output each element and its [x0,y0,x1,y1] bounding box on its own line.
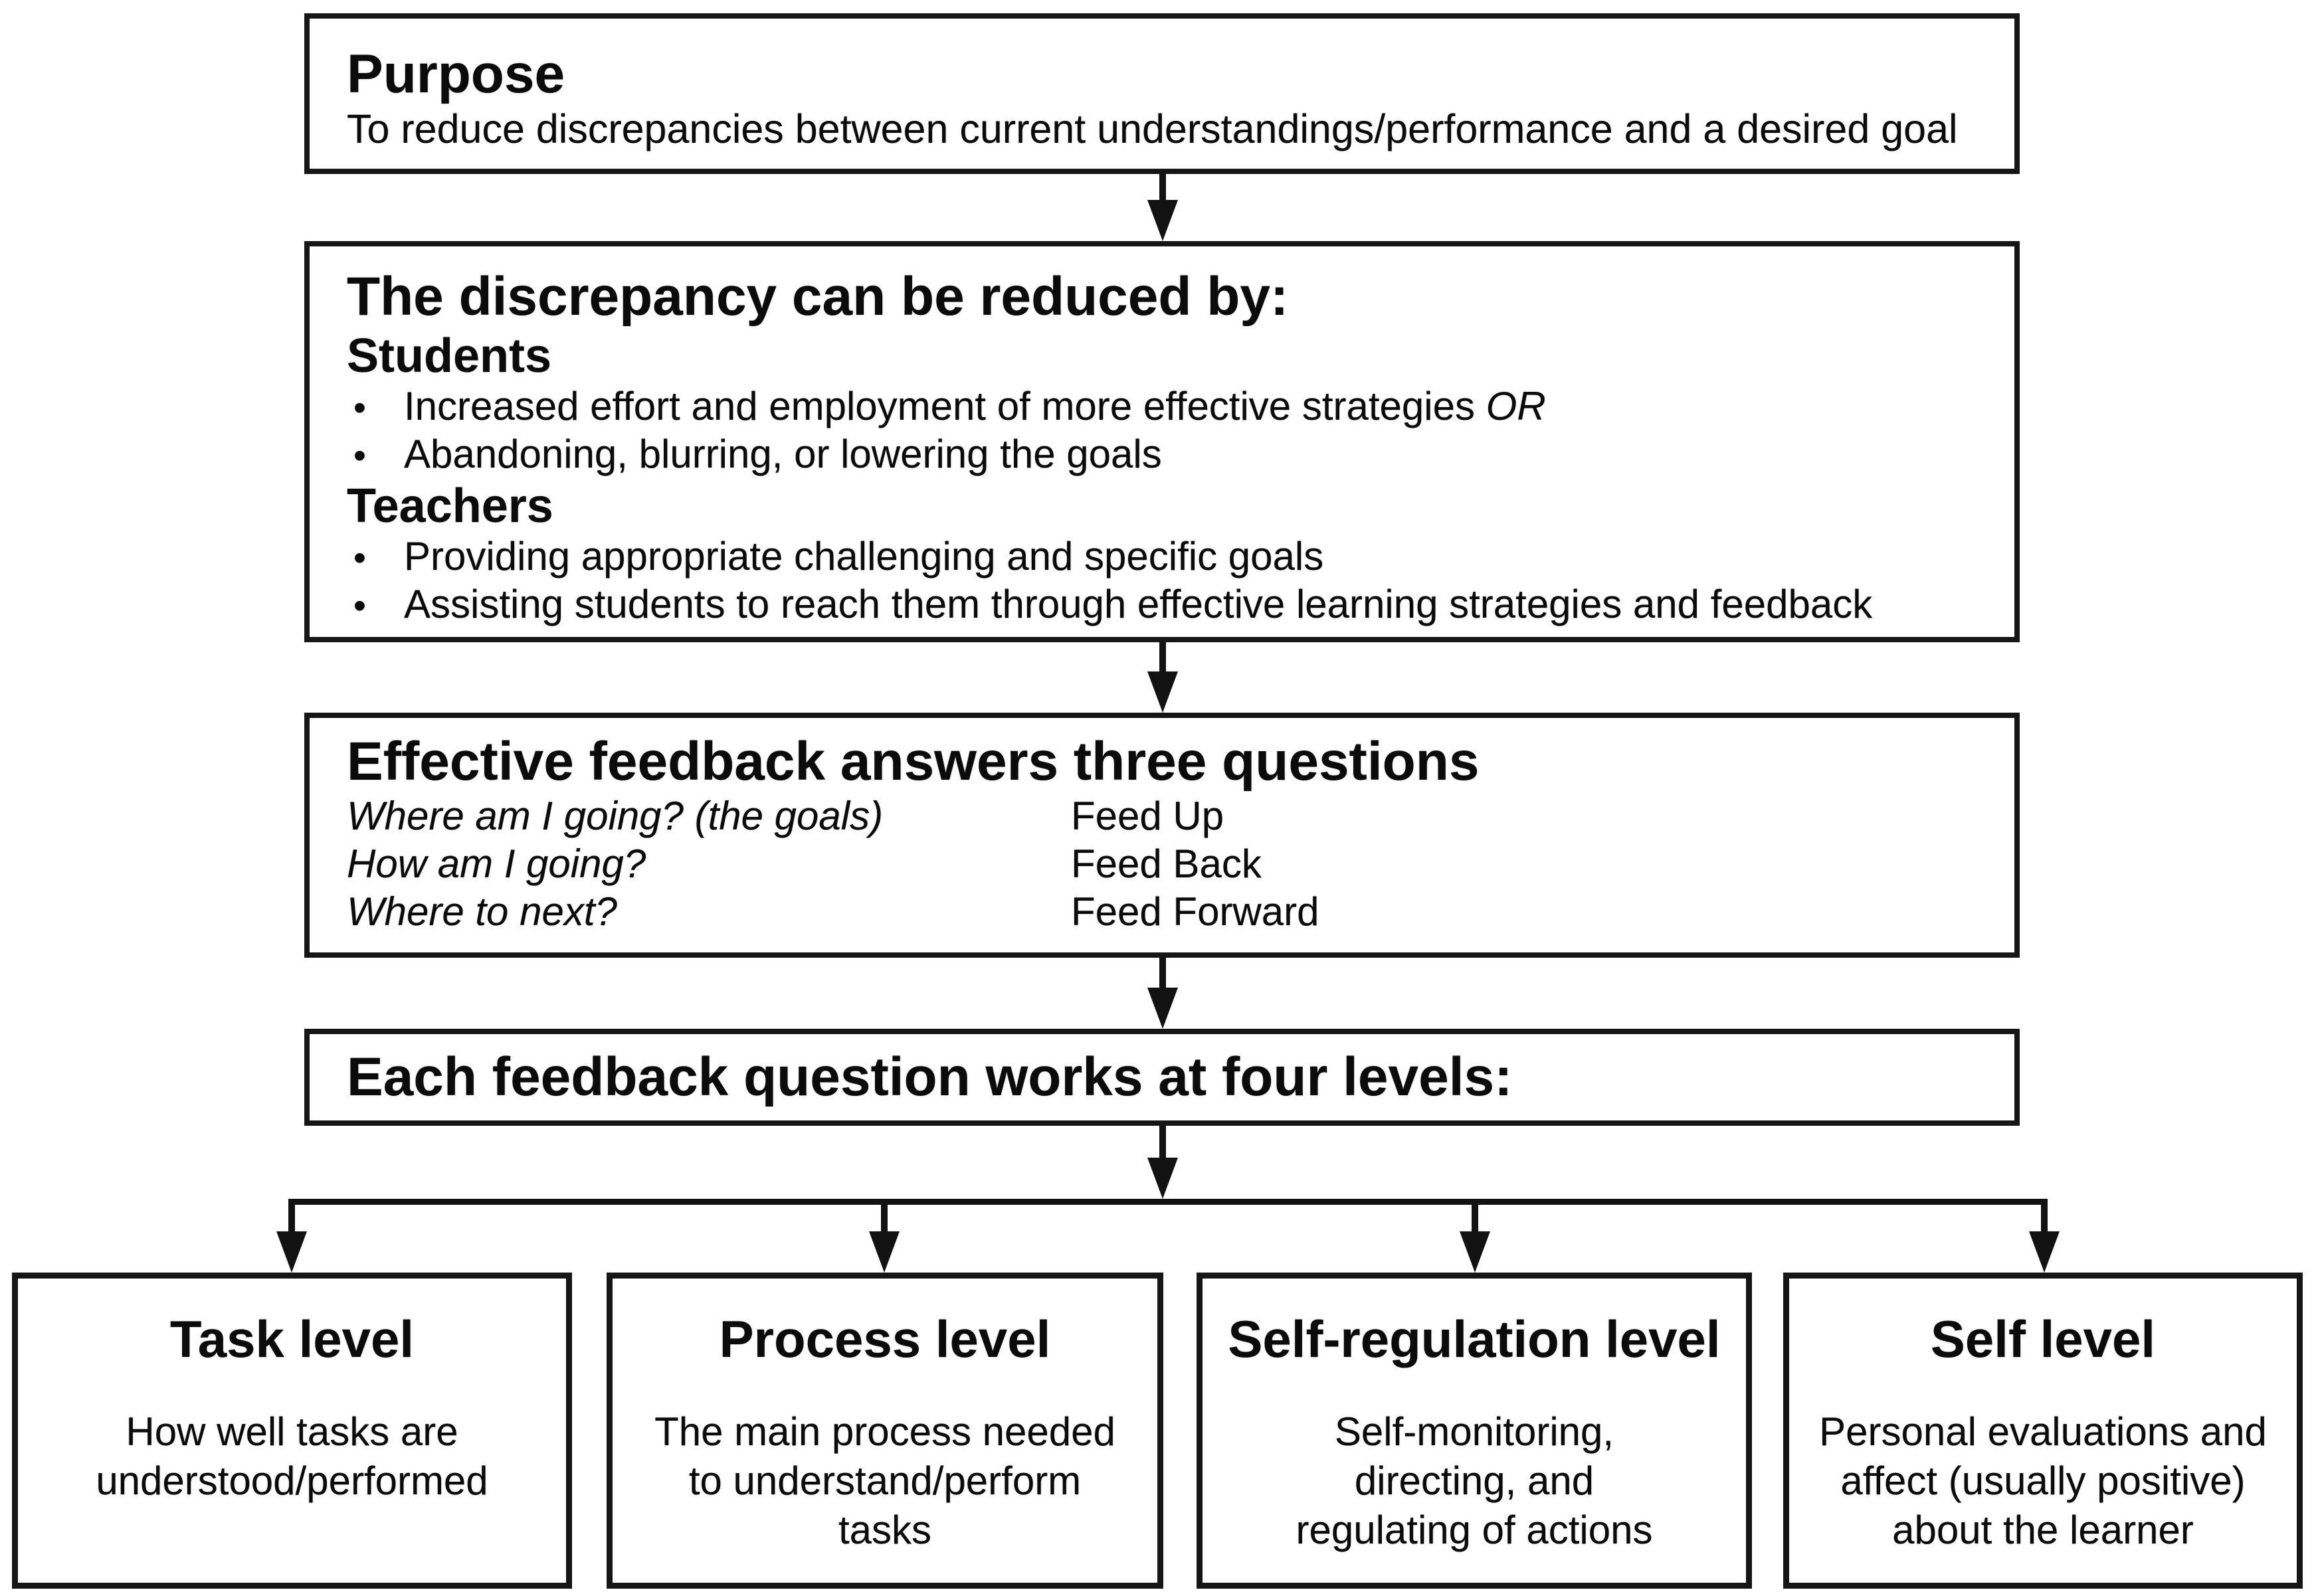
bullet-icon: • [353,388,366,428]
answer-text: Feed Up [1071,794,1224,838]
arrow-line-purpose-to-discrepancy [1159,174,1166,206]
branch-connector [288,1199,2048,1205]
arrow-head-questions-to-levels [1147,988,1178,1029]
discrepancy-box: The discrepancy can be reduced by: Stude… [304,241,2020,642]
body-line: directing, and [1354,1459,1594,1503]
teachers-bullet-2-text: Assisting students to reach them through… [404,582,1873,626]
teachers-bullet-1-text: Providing appropriate challenging and sp… [404,534,1324,578]
students-bullet-1-text: Increased effort and employment of more … [404,384,1546,428]
arrow-head-purpose-to-discrepancy [1147,200,1178,241]
body-line: affect (usually positive) [1840,1459,2246,1503]
levels-banner-title: Each feedback question works at four lev… [347,1047,1513,1107]
teachers-heading: Teachers [347,480,553,533]
students-bullet-2-text: Abandoning, blurring, or lowering the go… [404,432,1162,476]
teachers-bullet-2: • Assisting students to reach them throu… [347,581,2001,629]
self-regulation-level-body: Self-monitoring, directing, and regulati… [1203,1407,1746,1555]
arrow-head-banner-to-branch [1147,1158,1178,1199]
question-row-feed-up: Where am I going? (the goals) Feed Up [347,792,2001,840]
self-regulation-level-box: Self-regulation level Self-monitoring, d… [1197,1273,1752,1589]
process-level-body: The main process needed to understand/pe… [613,1407,1157,1555]
arrow-line-discrepancy-to-questions [1159,642,1166,675]
drop-head-process [869,1231,900,1273]
self-level-box: Self level Personal evaluations and affe… [1783,1273,2303,1589]
students-bullet-2: • Abandoning, blurring, or lowering the … [347,431,2001,479]
question-row-feed-forward: Where to next? Feed Forward [347,888,2001,936]
task-level-box: Task level How well tasks are understood… [12,1273,572,1589]
question-row-feed-back: How am I going? Feed Back [347,840,2001,888]
body-line: understood/performed [96,1459,488,1503]
body-line: regulating of actions [1296,1508,1653,1552]
bullet-icon: • [353,436,366,476]
body-line: tasks [838,1508,932,1552]
or-emphasis: OR [1486,384,1546,428]
purpose-title: Purpose [347,44,565,104]
purpose-body: To reduce discrepancies between current … [347,106,1958,151]
answer-text: Feed Back [1071,842,1262,886]
task-level-body: How well tasks are understood/performed [18,1407,566,1506]
question-text: How am I going? [347,842,646,886]
answer-text: Feed Forward [1071,889,1319,934]
body-line: The main process needed [654,1409,1115,1454]
drop-line-self-regulation [1472,1204,1478,1234]
body-line: How well tasks are [126,1409,458,1454]
drop-head-self [2029,1231,2060,1273]
process-level-title: Process level [719,1310,1051,1368]
drop-line-task [288,1204,295,1234]
drop-line-process [881,1204,888,1234]
arrow-line-questions-to-levels [1159,958,1166,991]
discrepancy-title: The discrepancy can be reduced by: [347,266,1289,327]
self-regulation-level-title: Self-regulation level [1228,1310,1721,1368]
questions-title: Effective feedback answers three questio… [347,731,1480,792]
questions-box: Effective feedback answers three questio… [304,713,2020,958]
teachers-bullet-1: • Providing appropriate challenging and … [347,533,2001,581]
bullet-icon: • [353,538,366,578]
body-line: Self-monitoring, [1334,1409,1614,1454]
self-level-title: Self level [1930,1310,2156,1368]
drop-line-self [2041,1204,2048,1234]
arrow-head-discrepancy-to-questions [1147,671,1178,713]
process-level-box: Process level The main process needed to… [607,1273,1163,1589]
drop-head-self-regulation [1460,1231,1490,1273]
levels-banner-box: Each feedback question works at four lev… [304,1029,2020,1126]
drop-head-task [276,1231,307,1273]
arrow-line-banner-to-branch [1159,1126,1166,1160]
body-line: to understand/perform [688,1459,1082,1503]
body-line: about the learner [1892,1508,2194,1552]
bullet-icon: • [353,586,366,626]
students-heading: Students [347,329,552,383]
students-bullet-1: • Increased effort and employment of mor… [347,383,2001,431]
question-text: Where to next? [347,889,617,934]
task-level-title: Task level [169,1310,415,1368]
body-line: Personal evaluations and [1819,1409,2267,1454]
question-text: Where am I going? (the goals) [347,794,884,838]
purpose-box: Purpose To reduce discrepancies between … [304,13,2020,174]
self-level-body: Personal evaluations and affect (usually… [1789,1407,2297,1555]
